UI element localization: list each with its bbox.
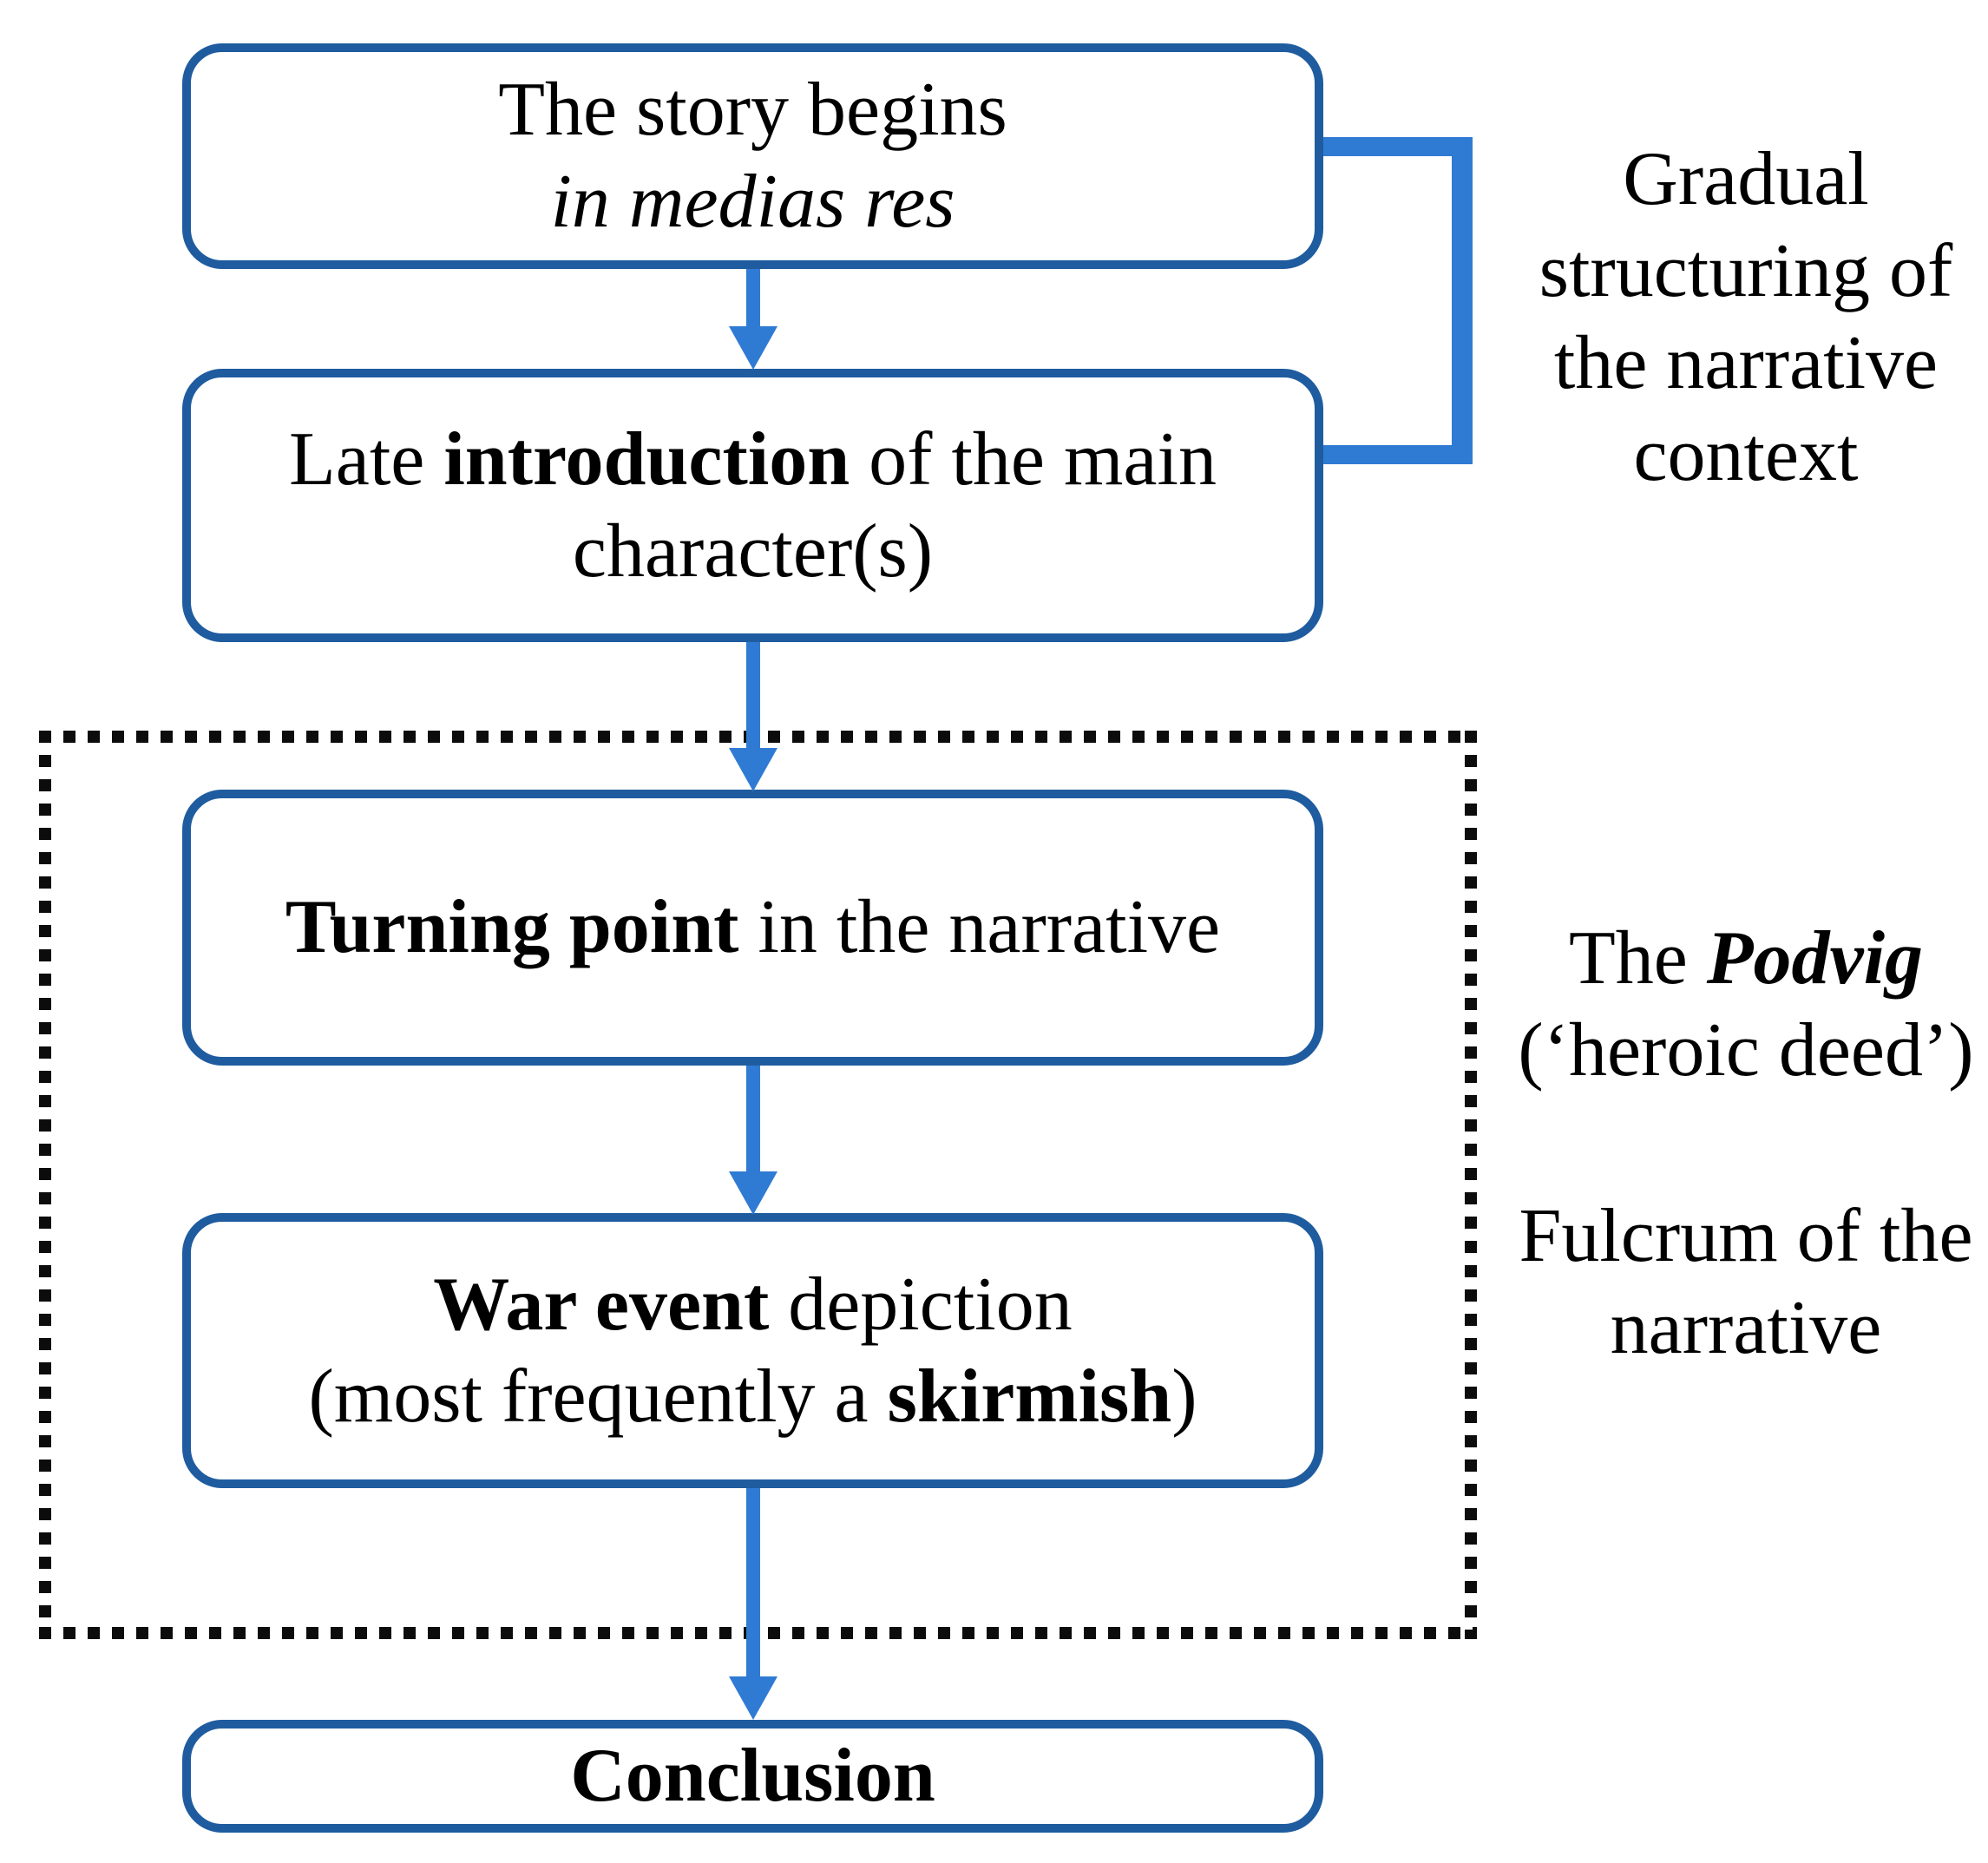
text-segment: character(s): [572, 508, 934, 594]
arrow-1-head: [729, 326, 777, 370]
text-segment-bold-italic: Podvig: [1706, 916, 1924, 1000]
annotation-line: context: [1486, 410, 1988, 502]
text-segment-bold: Turning point: [285, 885, 739, 969]
node-turning-point-line1: Turning point in the narrative: [285, 882, 1220, 974]
text-segment: ): [1171, 1354, 1197, 1439]
text-segment: (most frequently a: [308, 1354, 888, 1439]
arrow-1-shaft: [746, 269, 760, 330]
arrow-3-head: [729, 1171, 777, 1215]
text-segment: of the main: [850, 417, 1217, 502]
node-conclusion: Conclusion: [182, 1720, 1323, 1833]
text-segment: context: [1633, 413, 1859, 497]
text-segment-italic: in medias res: [550, 160, 955, 244]
text-segment: Late: [289, 417, 444, 502]
annotation-podvig: The Podvig (‘heroic deed’): [1486, 913, 1988, 1097]
annotation-line: structuring of: [1486, 226, 1988, 318]
text-segment: Gradual: [1623, 137, 1869, 221]
text-segment: The: [1568, 916, 1707, 1000]
arrow-2-head: [729, 748, 777, 791]
text-segment-bold: skirmish: [887, 1354, 1172, 1439]
node-late-introduction: Late introduction of the main character(…: [182, 369, 1323, 642]
text-segment: (‘heroic deed’): [1518, 1008, 1974, 1092]
annotation-fulcrum: Fulcrum of the narrative: [1486, 1191, 1988, 1374]
arrow-3-shaft: [746, 1066, 760, 1175]
node-story-begins-line2: in medias res: [550, 156, 955, 248]
node-war-event-line2: (most frequently a skirmish): [308, 1351, 1197, 1443]
text-segment: depiction: [769, 1262, 1073, 1347]
node-turning-point: Turning point in the narrative: [182, 790, 1323, 1066]
text-segment: narrative: [1610, 1286, 1882, 1370]
text-segment: the narrative: [1553, 321, 1939, 405]
annotation-line: the narrative: [1486, 318, 1988, 410]
bracket-connector-gradual-structuring: [1315, 137, 1473, 464]
text-segment-bold: War event: [433, 1262, 770, 1347]
annotation-line: Fulcrum of the: [1486, 1191, 1988, 1282]
text-segment: Fulcrum of the: [1519, 1194, 1973, 1278]
text-segment-bold: introduction: [443, 417, 850, 502]
annotation-gradual-structuring: Gradual structuring of the narrative con…: [1486, 134, 1988, 502]
text-segment: The story begins: [498, 68, 1007, 152]
node-story-begins-line1: The story begins: [498, 64, 1007, 156]
node-late-introduction-line1: Late introduction of the main: [289, 414, 1217, 506]
node-conclusion-line1: Conclusion: [570, 1730, 935, 1822]
annotation-line: The Podvig: [1486, 913, 1988, 1005]
arrow-2-shaft: [746, 642, 760, 751]
annotation-line: narrative: [1486, 1282, 1988, 1374]
arrow-4-head: [729, 1676, 777, 1720]
node-war-event: War event depiction (most frequently a s…: [182, 1213, 1323, 1488]
node-war-event-line1: War event depiction: [433, 1259, 1072, 1351]
arrow-4-shaft: [746, 1488, 760, 1679]
node-late-introduction-line2: character(s): [573, 506, 933, 598]
text-segment: in the narrative: [738, 885, 1221, 969]
annotation-line: (‘heroic deed’): [1486, 1005, 1988, 1097]
annotation-line: Gradual: [1486, 134, 1988, 226]
text-segment: structuring of: [1539, 229, 1953, 313]
node-story-begins: The story begins in medias res: [182, 43, 1323, 269]
text-segment-bold: Conclusion: [570, 1734, 935, 1818]
